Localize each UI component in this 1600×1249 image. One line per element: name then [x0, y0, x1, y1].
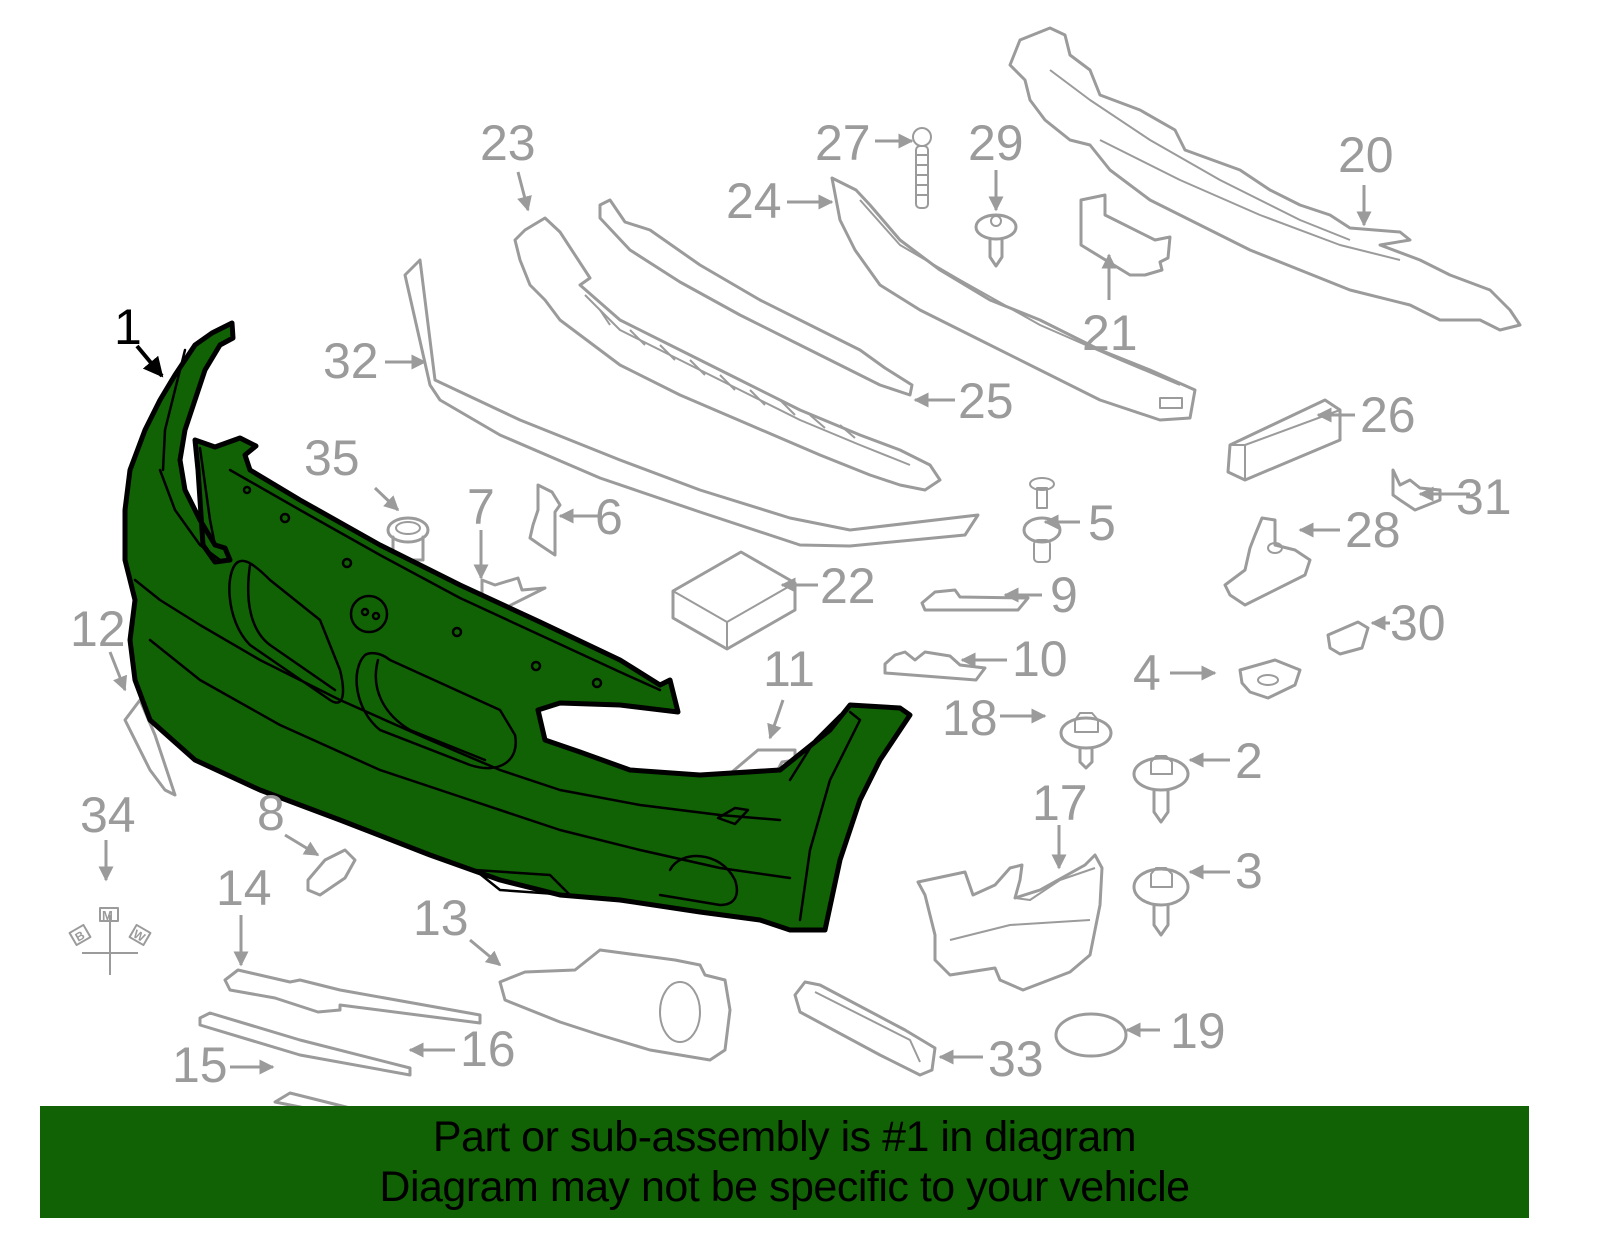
- callout-21[interactable]: 21: [1082, 305, 1138, 361]
- callout-32[interactable]: 32: [323, 333, 379, 389]
- callout-30[interactable]: 30: [1390, 595, 1446, 651]
- callout-7[interactable]: 7: [467, 479, 495, 535]
- callout-18[interactable]: 18: [942, 690, 998, 746]
- callout-17[interactable]: 17: [1032, 775, 1088, 831]
- callout-23[interactable]: 23: [480, 115, 536, 171]
- callout-22[interactable]: 22: [820, 558, 876, 614]
- callout-31[interactable]: 31: [1456, 469, 1512, 525]
- callout-12[interactable]: 12: [70, 601, 126, 657]
- callout-26[interactable]: 26: [1360, 387, 1416, 443]
- callout-4[interactable]: 4: [1133, 645, 1161, 701]
- info-banner: Part or sub-assembly is #1 in diagram Di…: [40, 1106, 1529, 1218]
- part-28-bracket[interactable]: [1223, 516, 1312, 607]
- part-1-bumper-cover[interactable]: [122, 320, 913, 933]
- part-13-grille[interactable]: [498, 948, 732, 1062]
- callout-29[interactable]: 29: [968, 115, 1024, 171]
- banner-disclaimer: Diagram may not be specific to your vehi…: [379, 1163, 1190, 1211]
- part-14-trim[interactable]: [223, 968, 482, 1025]
- part-29-screw[interactable]: [974, 213, 1018, 268]
- callout-5[interactable]: 5: [1088, 495, 1116, 551]
- callout-labels: 1 2 3 4 5 6 7 8 9 10 11 12 13 14 15 16 1…: [70, 115, 1512, 1093]
- part-26-mount-bracket[interactable]: [1226, 398, 1342, 482]
- part-30-clip[interactable]: [1326, 620, 1370, 656]
- part-23-energy-absorber[interactable]: [513, 216, 942, 492]
- part-32-trim-strip[interactable]: [403, 258, 980, 548]
- callout-19[interactable]: 19: [1170, 1003, 1226, 1059]
- part-8-bracket[interactable]: [306, 848, 357, 897]
- emblem-letter-m: M: [102, 908, 113, 923]
- part-9-trim[interactable]: [920, 588, 1030, 612]
- part-4-clip-nut[interactable]: [1238, 658, 1302, 700]
- callout-14[interactable]: 14: [216, 860, 272, 916]
- part-21-bracket[interactable]: [1079, 193, 1172, 277]
- part-24-bracket[interactable]: [830, 176, 1197, 422]
- callout-15[interactable]: 15: [172, 1037, 228, 1093]
- part-16-trim[interactable]: [198, 1011, 412, 1077]
- callout-6[interactable]: 6: [595, 489, 623, 545]
- part-19-seal-ring[interactable]: [1054, 1012, 1128, 1058]
- callout-3[interactable]: 3: [1235, 843, 1263, 899]
- part-22-foam-block[interactable]: [671, 550, 797, 651]
- part-5-push-rivet[interactable]: [1022, 477, 1062, 563]
- callout-arrows: [98, 133, 1470, 1075]
- callout-13[interactable]: 13: [413, 890, 469, 946]
- part-3-screw[interactable]: [1132, 867, 1190, 937]
- part-18-bolt[interactable]: [1059, 712, 1113, 770]
- part-10-trim[interactable]: [883, 650, 987, 682]
- part-33-grille-trim[interactable]: [793, 980, 937, 1077]
- callout-8[interactable]: 8: [257, 785, 285, 841]
- part-25-strip[interactable]: [598, 198, 914, 397]
- callout-2[interactable]: 2: [1235, 733, 1263, 789]
- callout-28[interactable]: 28: [1345, 502, 1401, 558]
- part-27-bolt[interactable]: [912, 127, 932, 209]
- callout-34[interactable]: 34: [80, 787, 136, 843]
- callout-1[interactable]: 1: [114, 299, 142, 355]
- callout-11[interactable]: 11: [763, 641, 815, 697]
- part-17-bracket[interactable]: [916, 853, 1104, 992]
- part-20-reinforcement-bar[interactable]: [1008, 26, 1522, 332]
- part-6-bracket[interactable]: [528, 483, 562, 557]
- part-2-screw[interactable]: [1132, 755, 1190, 824]
- callout-9[interactable]: 9: [1050, 567, 1078, 623]
- callout-10[interactable]: 10: [1012, 631, 1068, 687]
- callout-20[interactable]: 20: [1338, 127, 1394, 183]
- part-34-emblem[interactable]: M B W: [68, 907, 152, 975]
- callout-25[interactable]: 25: [958, 373, 1014, 429]
- callout-16[interactable]: 16: [460, 1021, 516, 1077]
- callout-24[interactable]: 24: [726, 173, 782, 229]
- callout-27[interactable]: 27: [815, 115, 871, 171]
- callout-35[interactable]: 35: [304, 430, 360, 486]
- callout-33[interactable]: 33: [988, 1031, 1044, 1087]
- banner-part-note: Part or sub-assembly is #1 in diagram: [432, 1113, 1137, 1161]
